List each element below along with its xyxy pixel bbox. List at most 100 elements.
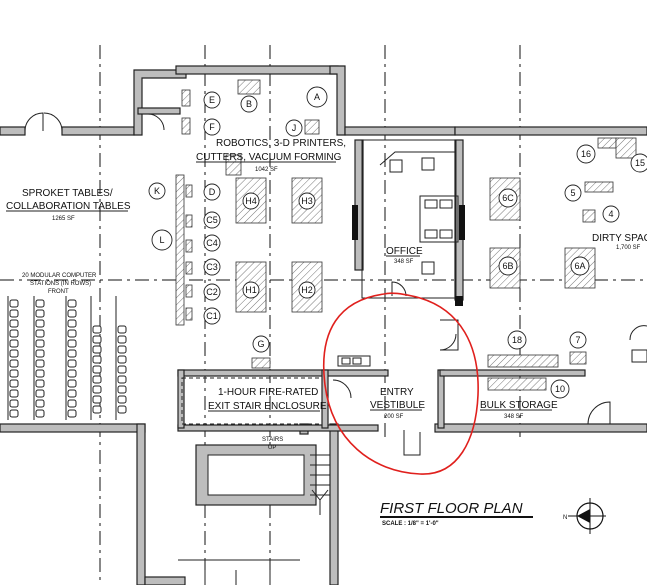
svg-text:C5: C5 (206, 215, 218, 225)
computer-station (67, 389, 77, 398)
computer-station (9, 389, 19, 398)
plan-title: FIRST FLOOR PLAN (380, 500, 523, 517)
tag-4: 4 (602, 205, 620, 223)
grid-lines (0, 45, 647, 585)
tag-10: 10 (550, 379, 570, 399)
svg-text:16: 16 (581, 149, 591, 159)
robotics-area: 1042 SF (255, 167, 278, 173)
computer-station (67, 399, 77, 408)
svg-text:6B: 6B (502, 261, 513, 271)
computer-station (92, 335, 102, 344)
tag-H1: H1 (242, 281, 260, 299)
computer-station (35, 409, 45, 418)
svg-text:C3: C3 (206, 262, 218, 272)
doors (24, 112, 647, 456)
computer-station (35, 359, 45, 368)
tag-G: G (252, 335, 270, 353)
svg-text:C4: C4 (206, 238, 218, 248)
computer-station (67, 409, 77, 418)
svg-text:H4: H4 (245, 196, 257, 206)
tag-6C: 6C (498, 188, 518, 208)
tag-C1: C1 (203, 307, 221, 325)
computer-station (35, 379, 45, 388)
svg-text:D: D (209, 187, 216, 197)
computer-station (117, 335, 127, 344)
computer-station (67, 359, 77, 368)
computer-station (35, 339, 45, 348)
computer-station (67, 299, 77, 308)
sproket-label-line2: COLLABORATION TABLES (6, 201, 131, 212)
computer-station (9, 299, 19, 308)
office-label: OFFICE (386, 246, 423, 257)
svg-text:15: 15 (635, 158, 645, 168)
stairs-direction: UP (268, 445, 276, 451)
computer-station (9, 409, 19, 418)
svg-text:H3: H3 (301, 196, 313, 206)
svg-text:7: 7 (575, 335, 580, 345)
keynote-tags: A B E F J K D C5 C4 C3 C2 C1 L G H4 H3 H… (148, 86, 647, 399)
computer-station (35, 399, 45, 408)
computer-station (117, 355, 127, 364)
computer-station (92, 355, 102, 364)
modular-label-line3: FRONT (48, 289, 69, 295)
svg-text:B: B (246, 99, 252, 109)
computer-station (92, 375, 102, 384)
tag-J: J (285, 119, 303, 137)
robotics-label-line1: ROBOTICS, 3-D PRINTERS, (216, 138, 346, 149)
north-label: N (563, 515, 567, 521)
svg-text:C2: C2 (206, 287, 218, 297)
modular-label-line2: STATIONS (IN ROWS) (30, 281, 91, 287)
tag-18: 18 (507, 330, 527, 350)
svg-text:K: K (154, 186, 160, 196)
entry-label-line1: ENTRY (380, 387, 414, 398)
computer-station (9, 379, 19, 388)
computer-station (67, 329, 77, 338)
computer-station (67, 309, 77, 318)
computer-station (92, 325, 102, 334)
tag-F: F (203, 118, 221, 136)
computer-station (35, 299, 45, 308)
tag-15: 15 (630, 153, 647, 173)
svg-text:6A: 6A (574, 261, 585, 271)
computer-stations (7, 296, 127, 420)
tag-C4: C4 (203, 234, 221, 252)
computer-station (35, 349, 45, 358)
tag-6A: 6A (570, 256, 590, 276)
plan-title-block: FIRST FLOOR PLAN SCALE : 1/8" = 1'-0" N (380, 498, 606, 534)
svg-text:J: J (292, 123, 297, 133)
computer-station (92, 365, 102, 374)
computer-station (67, 339, 77, 348)
computer-station (67, 379, 77, 388)
sproket-label-line1: SPROKET TABLES/ (22, 188, 113, 199)
computer-station (67, 369, 77, 378)
computer-station (117, 345, 127, 354)
tag-6B: 6B (498, 256, 518, 276)
svg-text:C1: C1 (206, 311, 218, 321)
stair-enclosure-line2: EXIT STAIR ENCLOSURE (208, 401, 327, 412)
stairs-label: STAIRS (262, 437, 283, 443)
tag-E: E (203, 91, 221, 109)
computer-station (117, 405, 127, 414)
entry-label-line2: VESTIBULE (370, 400, 425, 411)
computer-station (9, 369, 19, 378)
computer-station (92, 405, 102, 414)
tag-H2: H2 (298, 281, 316, 299)
entry-area: 200 SF (384, 414, 404, 420)
tag-B: B (240, 95, 258, 113)
dirty-space-area: 1,700 SF (616, 245, 641, 251)
computer-station (35, 369, 45, 378)
computer-station (92, 345, 102, 354)
tag-16: 16 (576, 144, 596, 164)
computer-station (9, 349, 19, 358)
svg-text:5: 5 (570, 188, 575, 198)
stair-details (178, 377, 330, 585)
room-labels: ROBOTICS, 3-D PRINTERS, CUTTERS, VACUUM … (6, 138, 647, 451)
computer-station (117, 395, 127, 404)
svg-text:H1: H1 (245, 285, 257, 295)
svg-text:F: F (209, 122, 215, 132)
computer-station (35, 329, 45, 338)
computer-station (9, 339, 19, 348)
computer-station (117, 375, 127, 384)
computer-station (67, 319, 77, 328)
